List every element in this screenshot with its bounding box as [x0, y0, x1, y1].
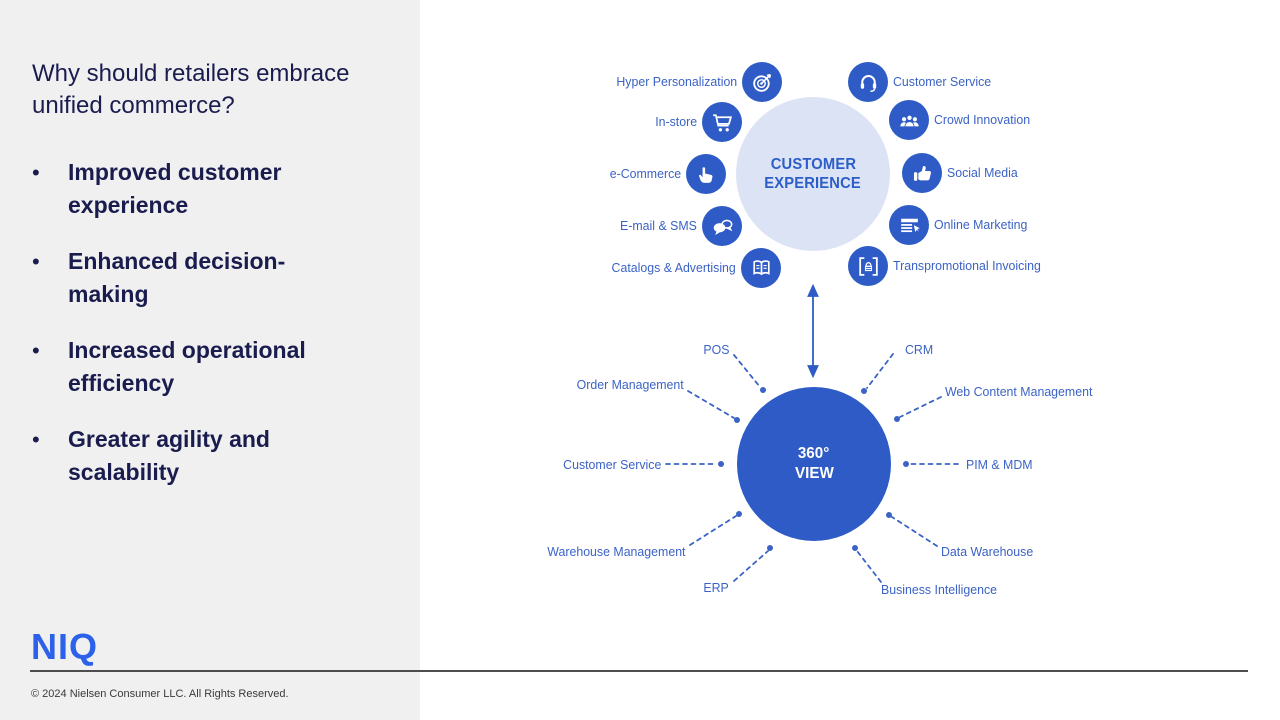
- customer-experience-label: EXPERIENCE: [764, 175, 862, 192]
- channel-label: In-store: [655, 114, 697, 129]
- system-label: Warehouse Management: [546, 544, 685, 559]
- bullet-item: • Greater agility and scalability: [32, 423, 352, 489]
- webpage-cursor-icon: [889, 205, 929, 245]
- footer-divider: [30, 670, 1248, 672]
- bullet-text: Increased operational efficiency: [68, 337, 306, 396]
- headset-icon: [848, 62, 888, 102]
- system-label: Order Management: [576, 377, 684, 392]
- copyright-text: © 2024 Nielsen Consumer LLC. All Rights …: [31, 688, 289, 700]
- bullet-dot: •: [32, 160, 40, 185]
- shopping-cart-icon: [702, 102, 742, 142]
- view-360-label: VIEW: [794, 465, 834, 482]
- bullet-text: Enhanced decision-making: [68, 248, 286, 307]
- invoice-basket-icon: [848, 246, 888, 286]
- view-360-circle: 360° VIEW: [737, 387, 891, 541]
- niq-logo: NIQ: [31, 626, 99, 667]
- channel-label: Hyper Personalization: [616, 74, 737, 89]
- target-icon: [742, 62, 782, 102]
- double-arrow-icon: [807, 283, 819, 379]
- chat-bubbles-icon: [702, 206, 742, 246]
- system-label: Data Warehouse: [941, 544, 1034, 559]
- bullet-item: • Enhanced decision-making: [32, 245, 352, 311]
- people-group-icon: [889, 100, 929, 140]
- channel-label: E-mail & SMS: [620, 218, 697, 233]
- channel-label: Catalogs & Advertising: [611, 260, 736, 275]
- system-label: Web Content Management: [945, 384, 1093, 399]
- customer-experience-circle: CUSTOMER EXPERIENCE: [736, 97, 890, 251]
- view-360-label: 360°: [798, 445, 830, 462]
- system-label: CRM: [905, 342, 934, 357]
- left-text-panel: [0, 0, 420, 720]
- bullet-dot: •: [32, 249, 40, 274]
- system-label: Business Intelligence: [881, 582, 998, 597]
- channel-label: Crowd Innovation: [934, 112, 1031, 127]
- channel-label: Online Marketing: [934, 217, 1028, 232]
- bullet-item: • Improved customer experience: [32, 156, 352, 222]
- bullet-dot: •: [32, 338, 40, 363]
- bullet-item: • Increased operational efficiency: [32, 334, 352, 400]
- bullet-text: Greater agility and scalability: [68, 426, 270, 485]
- channel-label: Social Media: [947, 165, 1018, 180]
- page-title: Why should retailers embrace unified com…: [32, 60, 350, 119]
- bullet-list: • Improved customer experience • Enhance…: [32, 156, 352, 512]
- bullet-dot: •: [32, 427, 40, 452]
- system-label: Customer Service: [562, 457, 661, 472]
- bullet-text: Improved customer experience: [68, 159, 282, 218]
- customer-experience-label: CUSTOMER: [770, 156, 856, 173]
- system-label: POS: [702, 342, 729, 357]
- system-label: ERP: [703, 580, 729, 595]
- channel-label: Transpromotional Invoicing: [893, 258, 1041, 273]
- channel-label: e-Commerce: [609, 166, 681, 181]
- system-label: PIM & MDM: [966, 457, 1033, 472]
- click-hand-icon: [686, 154, 726, 194]
- channel-label: Customer Service: [893, 74, 992, 89]
- thumbs-up-icon: [902, 153, 942, 193]
- open-book-icon: [741, 248, 781, 288]
